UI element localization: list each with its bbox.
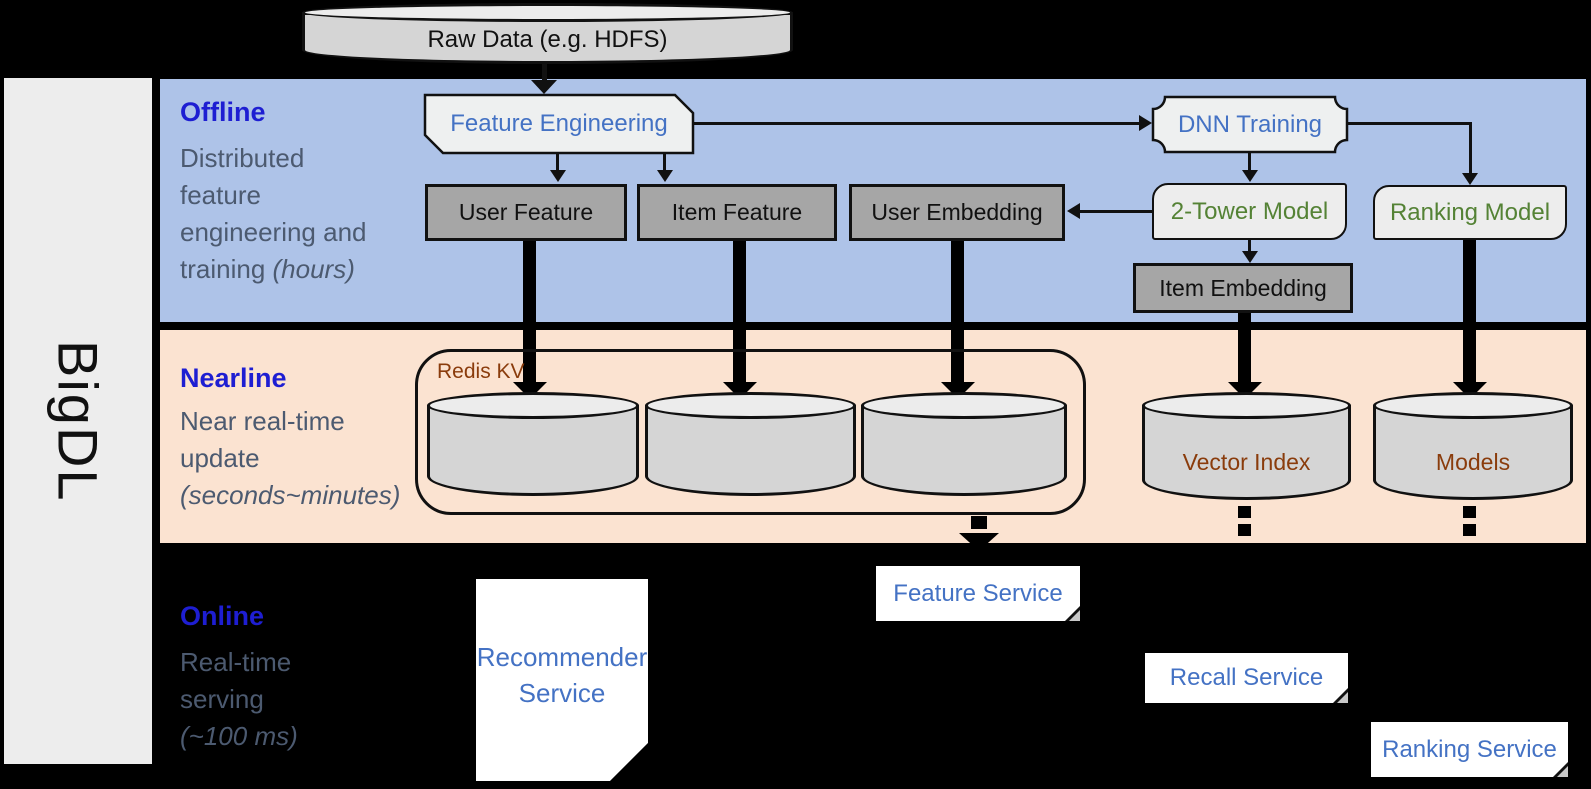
feature-engineering-shape bbox=[423, 93, 695, 155]
nearline-description-main: Near real-time update bbox=[180, 406, 345, 473]
cylinder-top bbox=[427, 392, 639, 419]
nearline-description: Near real-time update (seconds~minutes) bbox=[180, 403, 430, 514]
online-description-main: Real-time serving bbox=[180, 647, 292, 714]
online-description: Real-time serving (~100 ms) bbox=[180, 644, 430, 755]
cylinder-top bbox=[645, 392, 856, 419]
dnn-training-shape bbox=[1151, 95, 1349, 154]
document-fold-flap bbox=[1069, 610, 1080, 621]
nearline-title: Nearline bbox=[180, 363, 287, 393]
item-feature-node: Item Feature bbox=[637, 184, 837, 241]
document-fold-flap bbox=[615, 747, 645, 779]
offline-description-main: Distributed feature engineering and trai… bbox=[180, 143, 367, 284]
cylinder-top bbox=[861, 392, 1067, 419]
recall-service-node: Recall Service bbox=[1145, 653, 1348, 703]
cylinder-body bbox=[645, 405, 856, 496]
raw-data-label: Raw Data (e.g. HDFS) bbox=[427, 25, 668, 53]
offline-description-italic: (hours) bbox=[272, 254, 355, 284]
redis-cylinder-1 bbox=[427, 392, 639, 496]
feature-service-label: Feature Service bbox=[893, 579, 1063, 607]
models-label: Models bbox=[1435, 448, 1511, 475]
cylinder-top bbox=[1142, 392, 1351, 419]
vector-index-cylinder: Vector Index bbox=[1142, 392, 1351, 500]
offline-title: Offline bbox=[180, 97, 266, 127]
ranking-service-node: Ranking Service bbox=[1371, 722, 1568, 777]
item-embedding-node: Item Embedding bbox=[1133, 263, 1353, 313]
recommender-service-node: Recommender Service bbox=[476, 579, 648, 781]
raw-data-cylinder: Raw Data (e.g. HDFS) bbox=[302, 3, 793, 64]
redis-cylinder-3 bbox=[861, 392, 1067, 496]
models-cylinder: Models bbox=[1373, 392, 1573, 500]
raw-data-cylinder-top bbox=[302, 3, 793, 22]
feature-service-node: Feature Service bbox=[876, 566, 1080, 621]
bigdl-logo-text: BigDL bbox=[46, 339, 110, 503]
offline-description: Distributed feature engineering and trai… bbox=[180, 140, 430, 288]
ranking-model-node: Ranking Model bbox=[1373, 185, 1567, 240]
document-fold-icon bbox=[610, 743, 648, 781]
document-fold-flap bbox=[1557, 766, 1568, 777]
recommender-service-label: Recommender Service bbox=[476, 642, 648, 708]
redis-kv-label: Redis KV bbox=[437, 360, 525, 383]
online-description-italic: (~100 ms) bbox=[180, 721, 298, 751]
dnn-training-node: DNN Training bbox=[1177, 110, 1323, 138]
vector-index-label: Vector Index bbox=[1182, 448, 1311, 475]
user-feature-node: User Feature bbox=[425, 184, 627, 241]
user-embedding-node: User Embedding bbox=[849, 184, 1065, 241]
cylinder-top bbox=[1373, 392, 1573, 419]
cylinder-body bbox=[1373, 405, 1573, 500]
online-title: Online bbox=[180, 601, 265, 631]
cylinder-body bbox=[861, 405, 1067, 496]
document-fold-flap bbox=[1337, 692, 1348, 703]
ranking-service-label: Ranking Service bbox=[1382, 735, 1557, 763]
recall-service-label: Recall Service bbox=[1169, 664, 1324, 691]
bigdl-sidebar: BigDL bbox=[4, 78, 152, 764]
redis-kv-container bbox=[415, 349, 1086, 515]
feature-engineering-node: Feature Engineering bbox=[450, 110, 668, 137]
redis-cylinder-2 bbox=[645, 392, 856, 496]
two-tower-model-node: 2-Tower Model bbox=[1152, 183, 1347, 240]
nearline-description-italic: (seconds~minutes) bbox=[180, 480, 401, 510]
